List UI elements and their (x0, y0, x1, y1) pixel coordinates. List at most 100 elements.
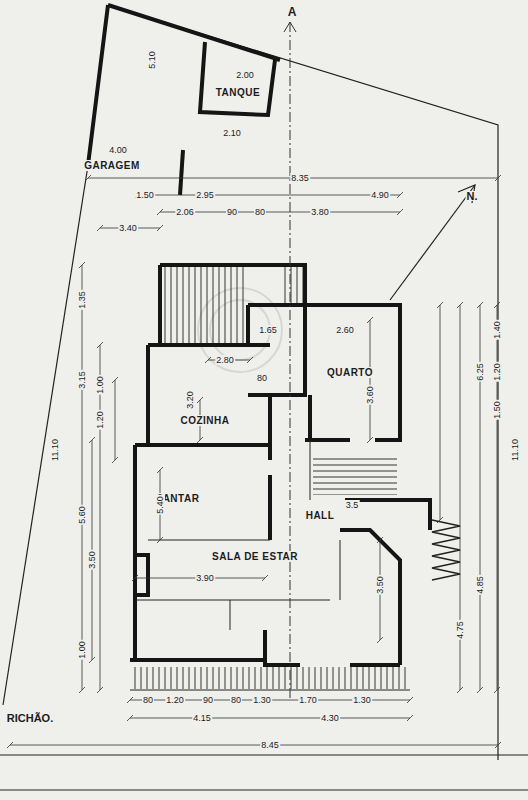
thin-lines (130, 440, 410, 690)
wall (345, 500, 430, 530)
plan-line (340, 540, 341, 600)
plan-mark: RICHÃO. (6, 713, 54, 723)
room: GARAGEM (81, 159, 143, 172)
dimension-text: 1.65 (258, 325, 278, 335)
wall (340, 530, 400, 665)
north-arrow (390, 185, 475, 300)
wall (308, 395, 312, 440)
wall (130, 658, 265, 662)
dimension-text: 1.70 (298, 695, 318, 705)
plan-line (135, 600, 330, 601)
room: QUARTO (324, 366, 376, 379)
wall (350, 663, 400, 667)
dimension-line (7, 742, 501, 748)
dimension-text: 1.20 (95, 410, 105, 430)
plan-line (148, 540, 270, 541)
hatching (132, 267, 408, 689)
wall (268, 395, 272, 460)
room-name: SALA DE ESTAR (212, 551, 298, 562)
dimension-line (477, 302, 483, 693)
dimension-text: 1.20 (492, 362, 502, 382)
dimension-text: 80 (142, 695, 154, 705)
dimension-text: 4.00 (108, 145, 128, 155)
section-line (284, 22, 296, 700)
dimension-text: 1.00 (95, 375, 105, 395)
room-name: GARAGEM (84, 160, 140, 171)
dimension-lines (7, 175, 501, 748)
dimension-text: 1.50 (492, 400, 502, 420)
dimension-text: 5.60 (77, 505, 87, 525)
room: TANQUE (213, 86, 263, 99)
dimension-line (437, 302, 443, 523)
plan-line (310, 440, 311, 500)
lot-boundary (0, 5, 528, 790)
plan-mark: N. (466, 191, 479, 201)
wall (146, 345, 150, 445)
dimension-text: 3.5 (345, 500, 360, 510)
room: COZINHA (177, 414, 232, 427)
wall (160, 265, 305, 345)
wall (265, 630, 300, 665)
dimension-line (135, 192, 403, 198)
dimension-text: 3.15 (77, 370, 87, 390)
wall (135, 555, 148, 595)
dimension-text: 1.30 (352, 695, 372, 705)
wall (133, 445, 137, 660)
dimension-text: 1.40 (492, 320, 502, 340)
dimension-text: 1.20 (165, 695, 185, 705)
dimension-text: 1.35 (77, 290, 87, 310)
dimension-text: 4.85 (475, 575, 485, 595)
plan-line (130, 690, 410, 691)
dimension-text: 1.00 (77, 640, 87, 660)
dimension-text: 5.40 (155, 495, 165, 515)
dimension-text: 3.60 (365, 385, 375, 405)
wall (200, 42, 275, 115)
wall (268, 475, 272, 540)
room: HALL (303, 509, 338, 522)
wall (88, 5, 108, 165)
room-name: COZINHA (180, 415, 229, 426)
dimension-line (79, 262, 85, 693)
dimension-text: 3.90 (195, 573, 215, 583)
dimension-text: 5.10 (147, 50, 157, 70)
dimension-line (367, 317, 373, 443)
dimension-text: 8.45 (260, 740, 280, 750)
dimension-text: 2.00 (235, 70, 255, 80)
dimension-text: 4.90 (370, 190, 390, 200)
dimension-text: 8.35 (290, 173, 310, 183)
dimension-text: 3.50 (375, 575, 385, 595)
dimension-line (127, 715, 413, 721)
zigzag-wall (432, 520, 460, 580)
plan-line (230, 600, 231, 630)
room-name: QUARTO (327, 367, 373, 378)
dimension-text: 11.10 (50, 438, 60, 462)
wall (248, 305, 305, 395)
wall (135, 443, 270, 447)
dimension-line (112, 377, 118, 463)
room: SALA DE ESTAR (209, 550, 301, 563)
dimension-text: 4.15 (192, 713, 212, 723)
dimension-text: 1.30 (252, 695, 272, 705)
wall (246, 305, 250, 345)
dimension-text: 4.30 (320, 713, 340, 723)
walls (88, 5, 430, 665)
dimension-text: 80 (256, 373, 268, 383)
dimension-text: 3.80 (310, 207, 330, 217)
dimension-text: 11.10 (510, 438, 520, 462)
dimension-text: 80 (254, 207, 266, 217)
wall (108, 5, 280, 60)
dimension-text: 80 (230, 695, 242, 705)
dimension-text: 4.75 (455, 620, 465, 640)
room-name: HALL (306, 510, 335, 521)
dimension-text: 2.06 (175, 207, 195, 217)
dimension-text: 3.50 (87, 550, 97, 570)
dimension-text: 3.20 (185, 390, 195, 410)
wall (285, 305, 400, 440)
dimension-text: 2.95 (195, 190, 215, 200)
dimension-line (494, 302, 500, 693)
dimension-text: 2.60 (335, 325, 355, 335)
dimension-text: 3.40 (118, 223, 138, 233)
dimension-text: 2.80 (215, 355, 235, 365)
wall (180, 150, 183, 195)
